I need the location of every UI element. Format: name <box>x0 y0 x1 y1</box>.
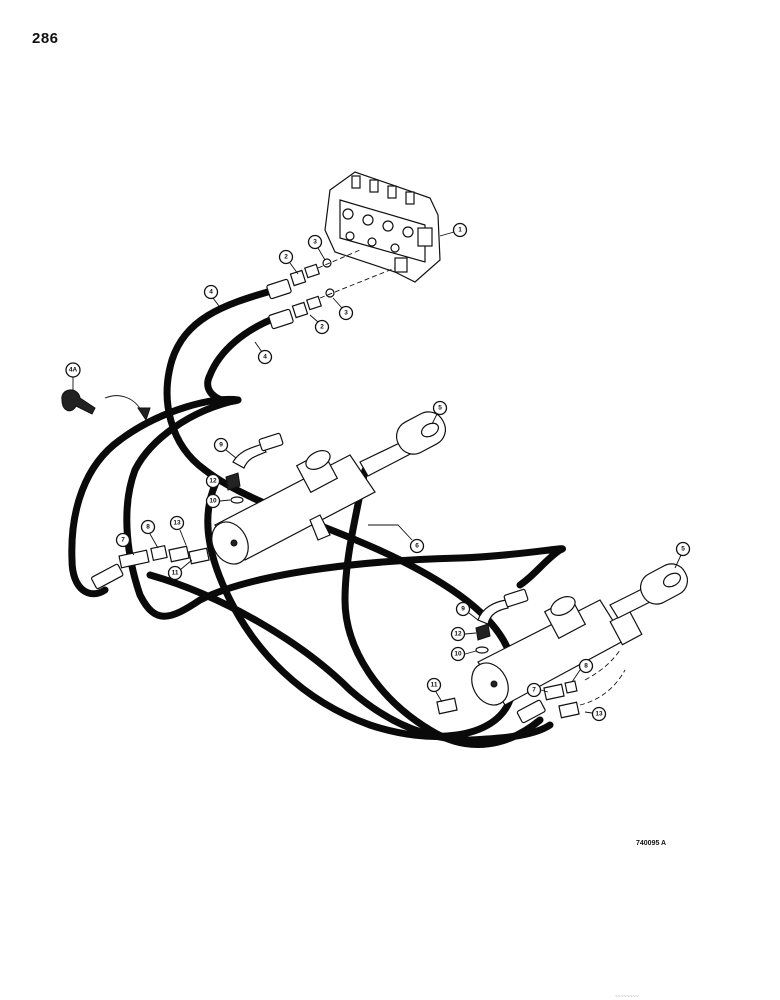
callout-2-a <box>278 249 294 265</box>
page-number: 286 <box>32 30 59 47</box>
callout-6-label: 6 <box>415 543 419 550</box>
callout-7-b <box>526 682 542 698</box>
hose-upper <box>163 286 518 740</box>
callout-4-b-label: 4 <box>263 354 267 361</box>
callout-7-a-label: 7 <box>121 537 125 544</box>
callout-13-b-label: 13 <box>595 711 603 718</box>
callout-3-b-label: 3 <box>344 310 348 317</box>
hose-mid-cross <box>146 571 554 744</box>
hose-to-lower-cylinder <box>341 466 544 748</box>
callout-11-b <box>426 677 442 693</box>
callout-6 <box>409 538 425 554</box>
hoses <box>68 286 566 748</box>
callout-11-a <box>167 565 183 581</box>
hose-lower <box>68 314 279 598</box>
callout-13-b <box>591 706 607 722</box>
callout-5-b <box>675 541 691 557</box>
callout-2-a-label: 2 <box>284 254 288 261</box>
upper-cylinder-fittings <box>91 432 284 590</box>
callout-12-a <box>205 473 221 489</box>
callout-11-b-label: 11 <box>431 682 438 689</box>
callout-2-b-label: 2 <box>320 324 324 331</box>
callout-3-b <box>338 305 354 321</box>
callout-9-a-label: 9 <box>219 442 223 449</box>
callout-1-label: 1 <box>458 227 462 234</box>
callout-12-a-label: 12 <box>209 478 217 485</box>
upper-cylinder <box>211 411 447 565</box>
callout-7-a <box>115 532 131 548</box>
callout-11-a-label: 11 <box>172 570 179 577</box>
callout-1 <box>452 222 468 238</box>
callout-7-b-label: 7 <box>532 687 536 694</box>
callout-3-a <box>307 234 323 250</box>
lower-cylinder-fittings <box>436 588 626 724</box>
control-valve <box>324 171 441 283</box>
footer-mark: ~~~~~~~~ <box>615 994 639 1000</box>
callout-4a <box>65 362 81 378</box>
callout-8-b-label: 8 <box>584 663 588 670</box>
callout-5-a-label: 5 <box>438 405 442 412</box>
callout-9-a <box>213 437 229 453</box>
callout-3-a-label: 3 <box>313 239 317 246</box>
callout-5-a <box>432 400 448 416</box>
callout-2-b <box>314 319 330 335</box>
callout-8-a-label: 8 <box>146 524 150 531</box>
lower-cylinder <box>471 563 689 706</box>
callout-9-b <box>455 601 471 617</box>
callout-4a-label: 4A <box>69 367 78 374</box>
callout-8-a <box>140 519 156 535</box>
figure-id: 740095 A <box>636 840 667 847</box>
callout-12-b <box>450 626 466 642</box>
callout-10-a <box>205 493 221 509</box>
callout-4-a-label: 4 <box>209 289 213 296</box>
callout-10-b-label: 10 <box>454 651 462 658</box>
valve-fittings <box>266 249 396 330</box>
callout-13-a-label: 13 <box>173 520 181 527</box>
callout-8-b <box>578 658 594 674</box>
hose-clip <box>61 389 151 422</box>
callout-4-b <box>257 349 273 365</box>
callout-9-b-label: 9 <box>461 606 465 613</box>
callout-5-b-label: 5 <box>681 546 685 553</box>
callout-4-a <box>203 284 219 300</box>
callout-10-b <box>450 646 466 662</box>
callout-10-a-label: 10 <box>209 498 217 505</box>
callouts: 1 2 3 2 3 4 4 4A 5 <box>65 222 691 722</box>
callout-13-a <box>169 515 185 531</box>
callout-12-b-label: 12 <box>454 631 462 638</box>
